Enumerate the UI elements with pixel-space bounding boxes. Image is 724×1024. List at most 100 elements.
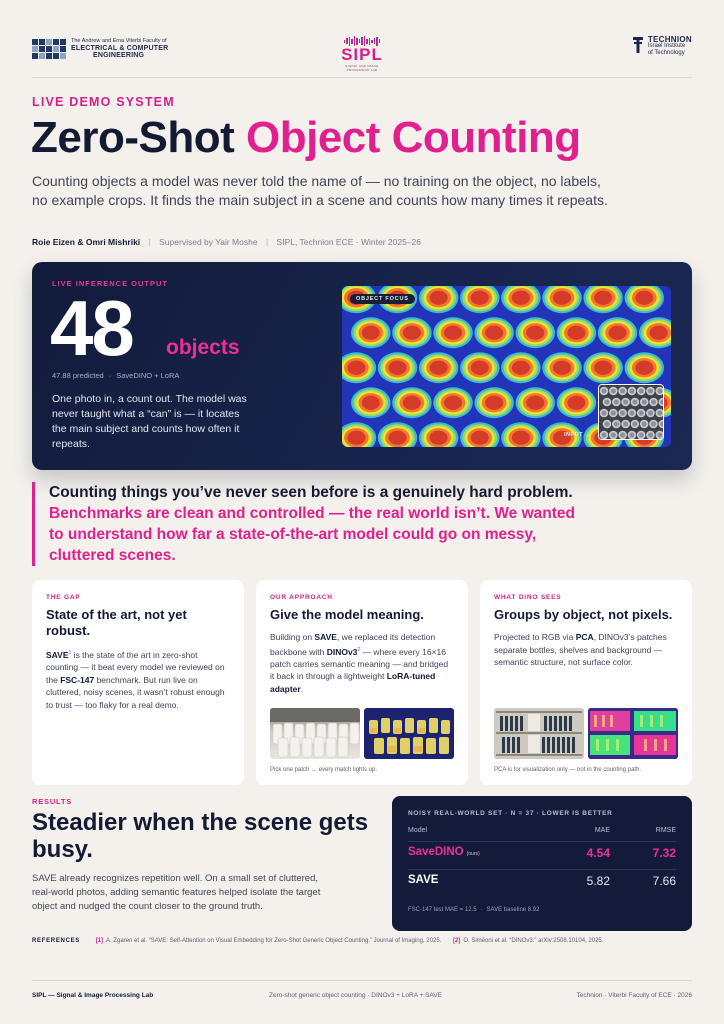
results-body: SAVE already recognizes repetition well.… — [32, 873, 321, 912]
card-the-gap: THE GAP State of the art, not yet robust… — [32, 580, 244, 785]
ref-marker: 2 — [357, 646, 361, 653]
card-title: Give the model meaning. — [270, 607, 424, 622]
footer-right: Technion · Viterbi Faculty of ECE · 2026 — [576, 992, 693, 999]
input-thumbnail[interactable] — [598, 384, 664, 440]
heatmap-blob — [433, 387, 473, 419]
heatmap-blob — [501, 352, 541, 384]
reference-1[interactable]: [1]A. Zgaren et al. “SAVE: Self-Attentio… — [95, 938, 442, 944]
technion-logo-line3: of Technology — [647, 50, 685, 56]
heatmap-blob — [583, 286, 623, 314]
inference-panel: LIVE INFERENCE OUTPUT 48 objects 47.88 p… — [32, 262, 692, 470]
card-what-dino-sees: WHAT DINO SEES Groups by object, not pix… — [480, 580, 692, 785]
input-label: INPUT → — [564, 432, 592, 438]
motivation-quote: Counting things you’ve never seen before… — [32, 482, 592, 566]
inference-description: One photo in, a count out. The model was… — [52, 393, 247, 450]
heatmap-blob — [460, 352, 500, 384]
table-footnote: FSC-147 test MAE = 12.5·SAVE baseline 8.… — [408, 907, 540, 913]
save-term: SAVE — [46, 649, 69, 660]
patch-match-heatmap[interactable] — [364, 708, 454, 759]
card-eyebrow: THE GAP — [46, 594, 81, 601]
authors: Roie Eizen & Omri Mishriki — [32, 237, 141, 247]
card-title: State of the art, not yet robust. — [46, 607, 187, 638]
sipl-logo[interactable]: SIPL SIGNAL AND IMAGE PROCESSING LAB — [336, 36, 388, 72]
card-caption: Pick one patch → every match lights up. — [270, 767, 378, 773]
heatmap-blob — [351, 387, 391, 419]
heatmap-blob — [418, 422, 459, 447]
heatmap-blob — [556, 387, 597, 419]
object-count-unit: objects — [166, 336, 240, 359]
title-part1: Zero-Shot — [31, 113, 235, 162]
object-count: 48 — [50, 284, 135, 372]
footer-left: SIPL — Signal & Image Processing Lab — [32, 992, 154, 999]
heatmap-blob — [624, 286, 665, 314]
ece-squares-icon — [32, 38, 66, 59]
benchmark-term: FSC-147 — [60, 674, 95, 685]
references: REFERENCES [1]A. Zgaren et al. “SAVE: Se… — [32, 938, 692, 944]
cups-photo[interactable] — [270, 708, 360, 759]
footer: SIPL — Signal & Image Processing Lab Zer… — [32, 980, 692, 1004]
technion-logo-name: TECHNION — [647, 35, 692, 44]
cups-image — [270, 708, 360, 758]
quote-part2: Benchmarks are clean and controlled — th… — [49, 505, 575, 564]
card-body: SAVE1 is the state of the art in zero-sh… — [46, 649, 225, 710]
col-header-model: Model — [408, 827, 428, 834]
heatmap-blob — [433, 317, 473, 349]
mae-cell: 4.54 — [586, 846, 610, 860]
title-part2: Object Counting — [246, 113, 581, 162]
lede: Counting objects a model was never told … — [32, 173, 608, 208]
heatmap-blob — [377, 352, 418, 384]
references-label: REFERENCES — [32, 938, 81, 944]
inference-eyebrow: LIVE INFERENCE OUTPUT — [52, 279, 169, 288]
ece-logo-line1: The Andrew and Erna Viterbi Faculty of — [71, 38, 167, 44]
table-eyebrow: NOISY REAL-WORLD SET · N = 37 · LOWER IS… — [408, 810, 613, 817]
heatmap-blob — [474, 317, 514, 349]
lora-term: LoRA-tuned adapter — [270, 671, 436, 694]
col-header-rmse: RMSE — [655, 827, 676, 834]
inference-meta: 47.88 predicted·SaveDINO + LoRA — [52, 371, 180, 380]
table-row: SaveDINO(ours) 4.54 7.32 — [408, 841, 676, 865]
heatmap-blob — [542, 286, 582, 314]
heatmap-blob — [460, 422, 500, 447]
heatmap-blob — [351, 317, 391, 349]
heatmap-blob — [501, 286, 541, 314]
ece-faculty-logo[interactable]: The Andrew and Erna Viterbi Faculty of E… — [32, 38, 168, 59]
sipl-logo-name: SIPL — [341, 45, 383, 64]
heatmap-blob — [542, 352, 582, 384]
card-title: Groups by object, not pixels. — [494, 607, 673, 622]
ece-logo-line2: ELECTRICAL & COMPUTER — [71, 45, 169, 52]
pca-visualization[interactable] — [588, 708, 678, 759]
card-body: Projected to RGB via PCA, DINOv3’s patch… — [494, 632, 667, 667]
dino-term: DINOv3 — [326, 646, 358, 657]
input-image — [599, 385, 663, 439]
heatmap-blob — [542, 422, 582, 447]
page-title: Zero-Shot Object Counting — [31, 112, 581, 164]
table-header: Model MAE RMSE — [408, 827, 676, 841]
reference-2[interactable]: [2]O. Siméoni et al. “DINOv3.” arXiv:250… — [453, 938, 604, 944]
supervisor: Supervised by Yair Moshe — [159, 237, 258, 247]
pca-term: PCA — [575, 632, 594, 642]
mae-cell: 5.82 — [586, 874, 610, 888]
heatmap-blob — [556, 317, 597, 349]
ref-marker: 1 — [68, 650, 72, 656]
technion-logo-line2: Israel Institute — [647, 43, 686, 49]
heatmap-blob — [418, 286, 459, 314]
waveform-icon — [336, 36, 388, 46]
heatmap-blob — [597, 317, 638, 349]
byline: Roie Eizen & Omri Mishriki | Supervised … — [32, 237, 421, 247]
object-focus-heatmap[interactable]: OBJECT FOCUS INPUT → — [342, 286, 671, 447]
patch-match-image — [369, 718, 450, 754]
heatmap-blob — [583, 352, 623, 384]
heatmap-blob — [342, 352, 377, 384]
card-caption: PCA is for visualization only — not in t… — [494, 767, 642, 773]
results-title: Steadier when the scene gets busy. — [32, 809, 369, 863]
heatmap-blob — [392, 387, 432, 419]
card-eyebrow: WHAT DINO SEES — [494, 594, 562, 601]
technion-logo[interactable]: TECHNION Israel Institute of Technology — [632, 36, 692, 57]
shelf-image — [494, 708, 584, 759]
heatmap-blob — [342, 422, 377, 447]
page-eyebrow: LIVE DEMO SYSTEM — [32, 95, 175, 109]
col-header-mae: MAE — [594, 827, 610, 834]
card-eyebrow: OUR APPROACH — [270, 594, 333, 601]
shelf-photo[interactable] — [494, 708, 584, 759]
model-cell: SaveDINO — [408, 846, 464, 858]
